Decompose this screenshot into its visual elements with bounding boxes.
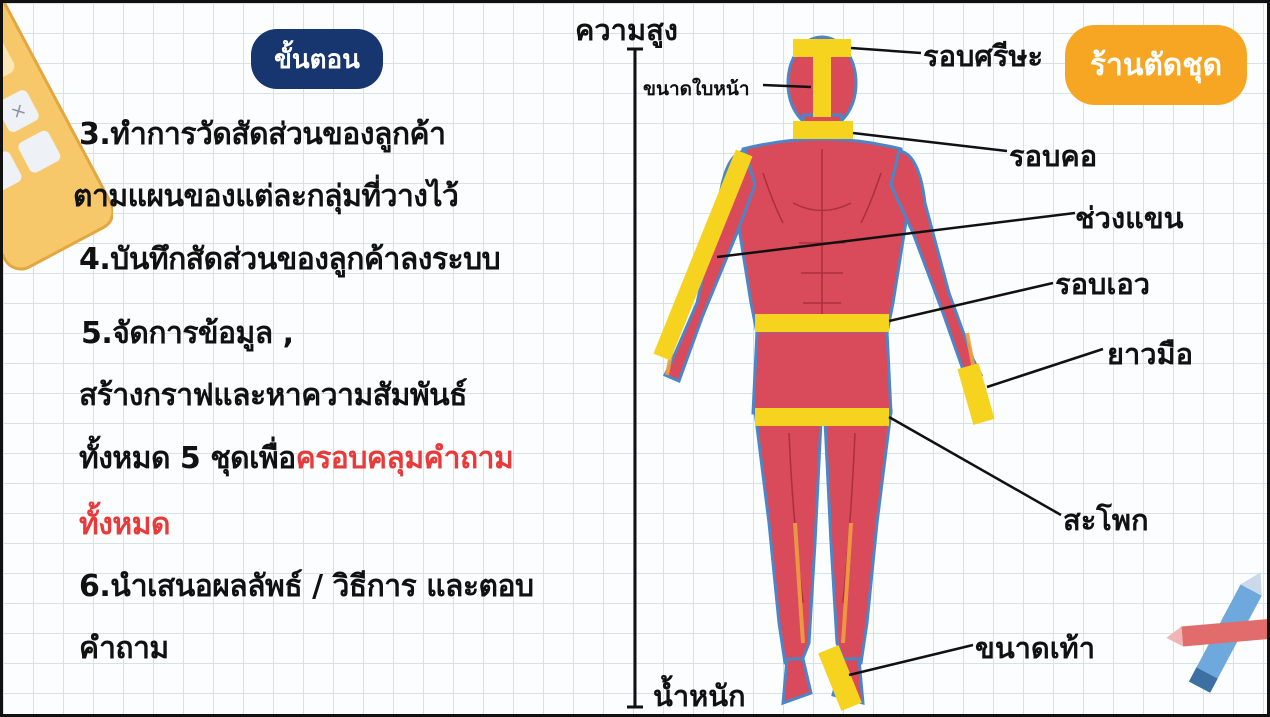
label-waist: รอบเอว [1055, 261, 1150, 307]
height-scale-bar [627, 49, 643, 707]
head-band [793, 39, 851, 57]
hip-band [755, 408, 889, 426]
waist-band [755, 314, 889, 332]
label-head-circumference: รอบศรีษะ [923, 33, 1043, 79]
label-face-size: ขนาดใบหน้า [643, 74, 750, 104]
label-weight: น้ำหนัก [653, 673, 746, 717]
label-height: ความสูง [575, 7, 678, 53]
neck-band [793, 121, 853, 139]
label-foot-size: ขนาดเท้า [975, 625, 1095, 671]
label-neck: รอบคอ [1009, 133, 1097, 179]
body-measurement-diagram [3, 3, 1270, 717]
face-band [813, 57, 831, 117]
label-hip: สะโพก [1063, 497, 1149, 543]
label-hand-length: ยาวมือ [1107, 331, 1193, 377]
label-arm-length: ช่วงแขน [1075, 195, 1183, 241]
hand-band [957, 363, 994, 425]
